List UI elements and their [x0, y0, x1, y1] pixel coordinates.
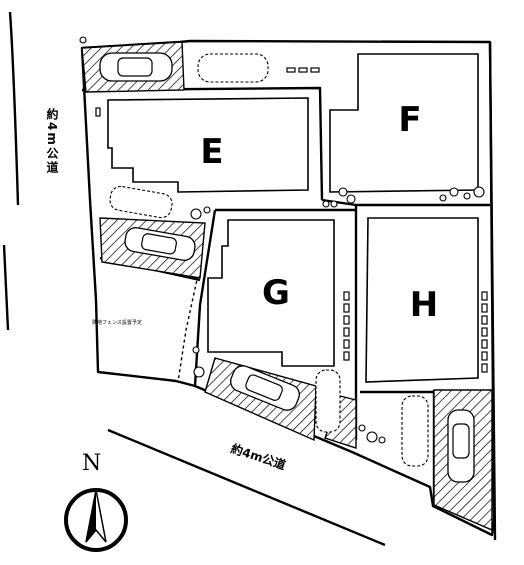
west-road-label: 約4m公道 [45, 107, 59, 175]
building-e [107, 97, 309, 193]
lot-label-g: G [262, 273, 290, 313]
lot-label-f: F [398, 100, 421, 140]
fence-note: 隣地フェンス設置予定 [92, 319, 142, 326]
north-label: N [82, 451, 101, 476]
lot-label-h: H [410, 285, 438, 325]
shrub-icons [79, 36, 485, 444]
building-g [207, 219, 335, 367]
boundary-east-extension [488, 41, 497, 541]
south-road-edge [107, 428, 386, 547]
car-icons [99, 52, 475, 483]
building-h [365, 217, 479, 383]
north-arrow-icon: N [64, 451, 128, 552]
south-road-label: 約4m公道 [229, 441, 288, 473]
lot-label-e: E [200, 132, 223, 172]
building-f [329, 53, 479, 193]
fence-dashed-line [177, 274, 199, 383]
utility-markers [95, 67, 488, 373]
site-boundary [80, 39, 496, 537]
west-road-edge [2, 11, 20, 331]
